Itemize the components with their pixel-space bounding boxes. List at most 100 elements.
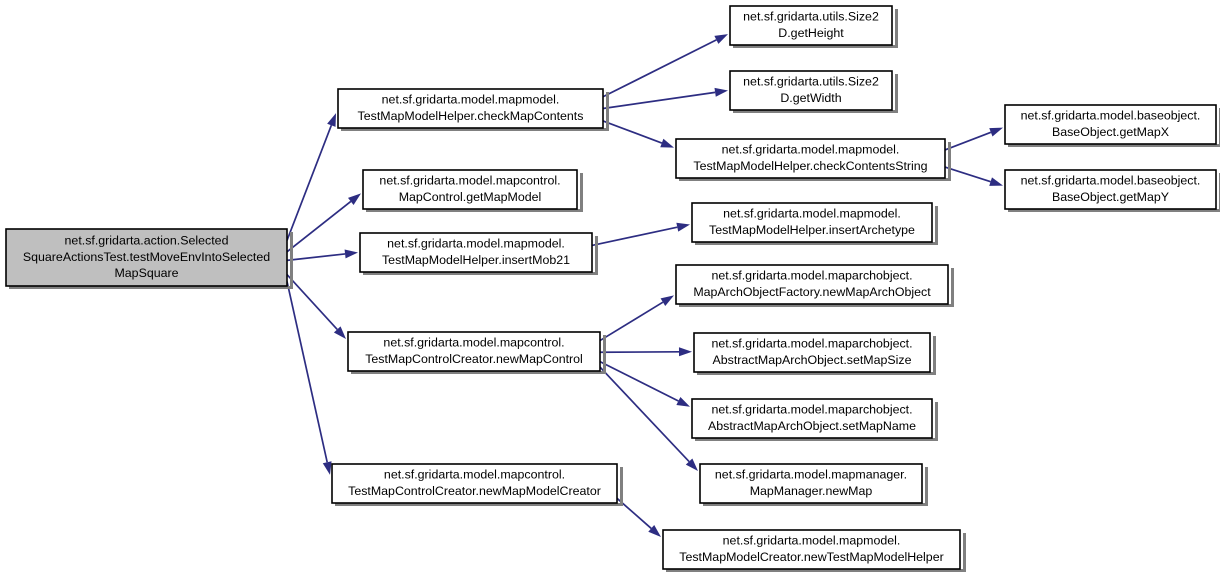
- call-edge: [616, 497, 661, 538]
- node-rect[interactable]: [691, 398, 933, 439]
- node-label-line: BaseObject.getMapY: [1052, 190, 1169, 204]
- node-label-line: net.sf.gridarta.model.mapmodel.: [723, 534, 901, 548]
- edge-line: [944, 166, 991, 183]
- node-label-line: TestMapModelHelper.insertArchetype: [709, 223, 915, 237]
- call-edge: [286, 113, 336, 241]
- node-label-line: net.sf.gridarta.action.Selected: [65, 234, 229, 248]
- edge-line: [286, 125, 333, 241]
- node-label-line: net.sf.gridarta.utils.Size2: [743, 10, 879, 24]
- edge-line: [599, 366, 690, 463]
- graph-node-checkContentsString[interactable]: net.sf.gridarta.model.mapmodel. TestMapMo…: [675, 138, 951, 181]
- node-rect[interactable]: [691, 202, 933, 243]
- node-rect[interactable]: [675, 138, 946, 179]
- edge-arrowhead: [648, 525, 661, 538]
- graph-node-setMapName[interactable]: net.sf.gridarta.model.maparchobject. Abst…: [691, 398, 938, 441]
- call-edge: [944, 127, 1003, 151]
- graph-node-getMapX[interactable]: net.sf.gridarta.model.baseobject. BaseObj…: [1004, 104, 1220, 147]
- edge-line: [944, 131, 992, 151]
- node-rect[interactable]: [331, 463, 618, 504]
- node-label-line: net.sf.gridarta.model.mapcontrol.: [383, 336, 564, 350]
- edge-arrowhead: [678, 347, 692, 357]
- edges-layer: [286, 34, 1003, 538]
- node-label-line: net.sf.gridarta.model.mapmodel.: [387, 237, 565, 251]
- edge-arrowhead: [989, 127, 1003, 137]
- call-edge: [286, 281, 332, 475]
- node-label-line: net.sf.gridarta.model.mapmodel.: [722, 143, 900, 157]
- node-label-line: net.sf.gridarta.model.maparchobject.: [711, 269, 912, 283]
- call-edge: [602, 34, 728, 98]
- node-label-line: TestMapModelHelper.insertMob21: [382, 253, 570, 267]
- graph-node-checkMapContents[interactable]: net.sf.gridarta.model.mapmodel. TestMapMo…: [337, 88, 609, 131]
- node-label-line: net.sf.gridarta.model.maparchobject.: [711, 337, 912, 351]
- edge-arrowhead: [344, 249, 358, 259]
- graph-node-setMapSize[interactable]: net.sf.gridarta.model.maparchobject.Abst…: [693, 332, 936, 375]
- call-edge: [944, 166, 1003, 186]
- node-label-line: TestMapModelHelper.checkContentsString: [693, 159, 927, 173]
- node-rect[interactable]: [1004, 169, 1217, 210]
- node-label-line: net.sf.gridarta.model.maparchobject.: [711, 403, 912, 417]
- edge-line: [286, 253, 346, 262]
- call-edge: [599, 295, 674, 342]
- node-rect[interactable]: [675, 264, 949, 305]
- node-label-line: TestMapModelHelper.checkMapContents: [358, 109, 584, 123]
- node-label-line: BaseObject.getMapX: [1052, 125, 1169, 139]
- node-label-line: net.sf.gridarta.model.mapcontrol.: [384, 468, 565, 482]
- node-label-line: net.sf.gridarta.model.mapmodel.: [382, 93, 560, 107]
- call-edge: [602, 120, 674, 148]
- edge-arrowhead: [676, 222, 690, 232]
- node-label-line: D.getHeight: [778, 26, 844, 40]
- node-label-line: net.sf.gridarta.model.mapcontrol.: [379, 174, 560, 188]
- edge-arrowhead: [333, 326, 346, 340]
- node-rect[interactable]: [729, 70, 893, 111]
- node-label-line: SquareActionsTest.testMoveEnvIntoSelecte…: [23, 250, 270, 264]
- call-edge: [602, 87, 728, 110]
- node-label-line: net.sf.gridarta.model.mapmanager.: [715, 468, 907, 482]
- call-edge: [599, 360, 690, 407]
- node-rect[interactable]: [347, 331, 601, 372]
- edge-line: [286, 274, 338, 331]
- call-edge: [286, 274, 346, 340]
- node-label-line: TestMapControlCreator.newMapModelCreator: [348, 484, 601, 498]
- graph-node-newMap[interactable]: net.sf.gridarta.model.mapmanager.MapMana…: [699, 463, 928, 506]
- node-rect[interactable]: [729, 5, 893, 46]
- edge-line: [602, 39, 717, 98]
- node-rect[interactable]: [359, 232, 593, 273]
- graph-node-insertMob21[interactable]: net.sf.gridarta.model.mapmodel. TestMapMo…: [359, 232, 598, 275]
- node-label-line: net.sf.gridarta.model.baseobject.: [1021, 109, 1201, 123]
- edge-line: [286, 281, 329, 463]
- graph-node-insertArchetype[interactable]: net.sf.gridarta.model.mapmodel.TestMapMo…: [691, 202, 938, 245]
- node-label-line: D.getWidth: [780, 91, 841, 105]
- edge-line: [599, 360, 679, 402]
- edge-arrowhead: [327, 113, 336, 127]
- graph-node-newTestMapModelHelper[interactable]: net.sf.gridarta.model.mapmodel.TestMapMo…: [662, 529, 966, 572]
- node-rect[interactable]: [662, 529, 961, 570]
- graph-node-newMapModelCreator[interactable]: net.sf.gridarta.model.mapcontrol. TestMap…: [331, 463, 623, 506]
- edge-arrowhead: [714, 87, 728, 97]
- graph-node-getMapY[interactable]: net.sf.gridarta.model.baseobject. BaseObj…: [1004, 169, 1220, 212]
- node-label-line: net.sf.gridarta.model.baseobject.: [1021, 174, 1201, 188]
- node-rect[interactable]: [5, 228, 288, 287]
- graph-node-newMapArchObject[interactable]: net.sf.gridarta.model.maparchobject. MapA…: [675, 264, 954, 307]
- graph-node-getMapModel[interactable]: net.sf.gridarta.model.mapcontrol. MapCont…: [362, 169, 583, 212]
- node-rect[interactable]: [1004, 104, 1217, 145]
- node-label-line: MapArchObjectFactory.newMapArchObject: [693, 285, 931, 299]
- edge-arrowhead: [685, 458, 698, 472]
- call-edge: [591, 222, 690, 247]
- edge-arrowhead: [660, 138, 674, 148]
- edge-arrowhead: [714, 34, 728, 44]
- node-rect[interactable]: [362, 169, 578, 210]
- node-rect[interactable]: [699, 463, 923, 504]
- graph-node-newMapControl[interactable]: net.sf.gridarta.model.mapcontrol.TestMap…: [347, 331, 606, 374]
- edge-line: [591, 226, 678, 247]
- node-label-line: MapControl.getMapModel: [399, 190, 542, 204]
- node-rect[interactable]: [337, 88, 604, 129]
- call-edge: [286, 249, 358, 262]
- node-rect[interactable]: [693, 332, 931, 373]
- node-label-line: AbstractMapArchObject.setMapName: [708, 419, 916, 433]
- graph-node-root[interactable]: net.sf.gridarta.action.SelectedSquareAct…: [5, 228, 293, 289]
- edge-arrowhead: [676, 396, 690, 407]
